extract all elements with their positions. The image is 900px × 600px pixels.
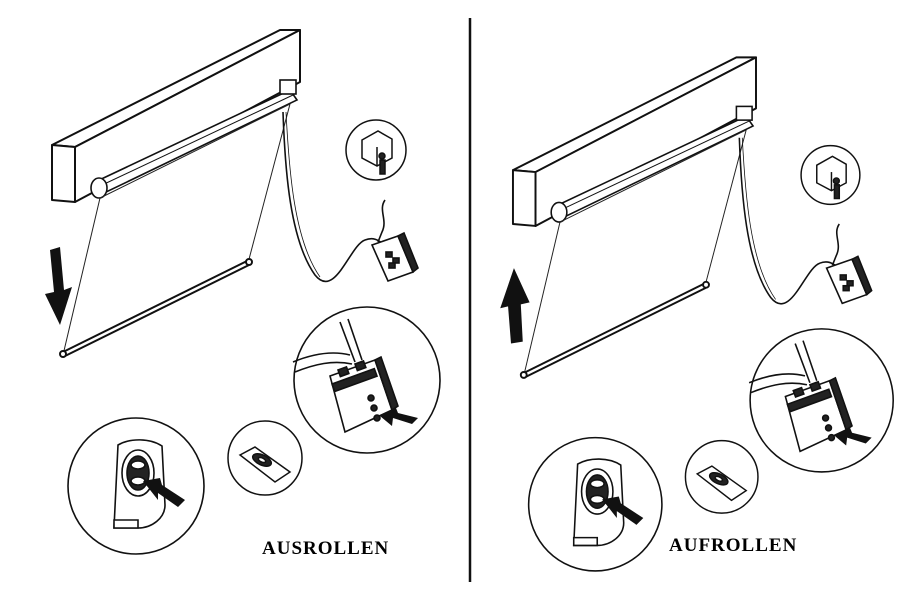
caption-roll-up: AUFROLLEN	[669, 535, 798, 556]
caption-unroll: AUSROLLEN	[262, 538, 390, 559]
arrow-down-icon	[45, 247, 72, 325]
arrow-up-icon	[500, 268, 530, 344]
panel-left	[45, 29, 441, 555]
panel-right	[500, 56, 895, 572]
